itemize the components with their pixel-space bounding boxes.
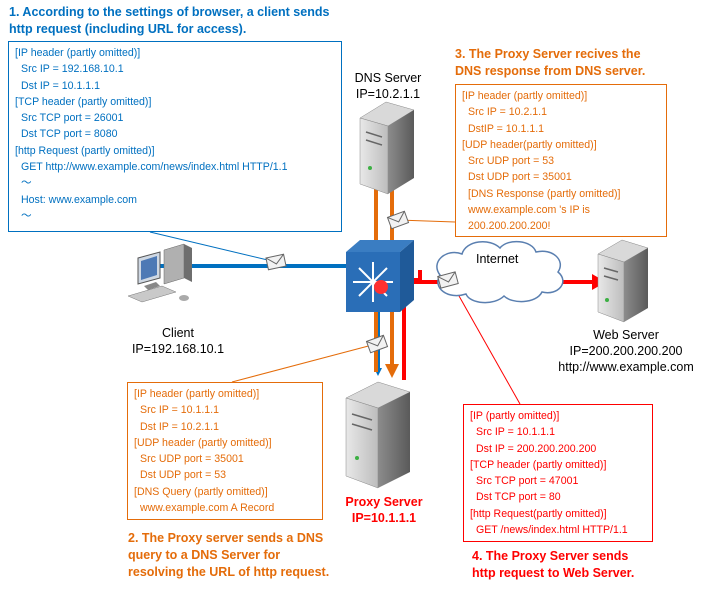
box4-http-header: [http Request(partly omitted)] [470,507,607,520]
web-server-ip: IP=200.200.200.200 [569,344,683,358]
box4-ip-header: [IP (partly omitted)] [470,410,560,422]
internet-cloud-icon [436,240,564,304]
box3-answer: www.example.com 's IP is [468,204,590,217]
box1-src-port: Src TCP port = 26001 [21,112,124,125]
proxy-server-icon [345,381,411,489]
box3-src-ip: Src IP = 10.2.1.1 [468,106,548,119]
box2-ip-header: [IP header (partly omitted)] [134,388,260,400]
box4-pointer [449,279,521,405]
box1-ellipsis: 〜 [21,177,32,190]
web-server-icon [597,239,649,323]
box1-http-header: [http Request (partly omitted)] [15,144,155,157]
web-server-label: Web Server IP=200.200.200.200 http://www… [538,327,714,375]
step1-title: 1. According to the settings of browser,… [9,4,329,38]
box2-dns-header: [DNS Query (partly omitted)] [134,485,268,498]
box1-dst-ip: Dst IP = 10.1.1.1 [21,79,101,92]
box1-pointer [149,231,277,263]
box2-pointer [231,343,377,383]
dns-query-box: [IP header (partly omitted)] Src IP = 10… [127,382,323,520]
box3-udp-header: [UDP header(partly omitted)] [462,138,597,151]
box1-ellipsis-2: 〜 [21,209,32,222]
box4-dst-port: Dst TCP port = 80 [476,491,561,504]
step3-line2: DNS response from DNS server. [455,64,646,78]
dns-server-name: DNS Server [354,71,422,85]
box1-src-ip: Src IP = 192.168.10.1 [21,63,124,76]
box2-src-ip: Src IP = 10.1.1.1 [140,404,220,417]
proxy-server-label: Proxy Server IP=10.1.1.1 [336,494,432,526]
box3-answer-ip: 200.200.200.200! [468,220,551,233]
step2-line2: query to a DNS Server for [128,548,281,562]
envelope-icon [365,334,389,354]
client-ip: IP=192.168.10.1 [131,342,225,356]
dns-server-ip: IP=10.2.1.1 [355,87,421,101]
box3-ip-header: [IP header (partly omitted)] [462,90,588,102]
box1-ip-header: [IP header (partly omitted)] [15,47,141,59]
box4-dst-ip: Dst IP = 200.200.200.200 [476,442,597,455]
box4-tcp-header: [TCP header (partly omitted)] [470,458,607,471]
box2-dst-port: Dst UDP port = 53 [140,469,227,482]
step2-line3: resolving the URL of http request. [128,565,330,579]
client-pc-icon [127,243,192,303]
box1-get-line: GET http://www.example.com/news/index.ht… [21,161,288,174]
step1-line1: 1. According to the settings of browser,… [9,5,330,19]
envelope-icon [437,271,459,289]
box3-src-port: Src UDP port = 53 [468,155,555,168]
box1-host: Host: www.example.com [21,193,137,206]
step3-line1: 3. The Proxy Server recives the [455,47,641,61]
envelope-icon [265,253,287,271]
dns-server-icon [359,101,415,195]
box2-query: www.example.com A Record [140,502,275,515]
box2-src-port: Src UDP port = 35001 [140,453,244,466]
proxy-server-name: Proxy Server [345,495,423,509]
client-name: Client [162,326,194,340]
client-label: Client IP=192.168.10.1 [118,325,238,357]
web-http-request-box: [IP (partly omitted)] Src IP = 10.1.1.1 … [463,404,653,542]
box3-dst-port: Dst UDP port = 35001 [468,171,572,184]
step4-title: 4. The Proxy Server sends http request t… [472,548,634,582]
proxy-server-ip: IP=10.1.1.1 [351,511,417,525]
step2-line1: 2. The Proxy server sends a DNS [128,531,324,545]
step4-line1: 4. The Proxy Server sends [472,549,629,563]
switch-icon [346,240,414,312]
web-server-url: http://www.example.com [558,360,694,374]
client-http-request-box: [IP header (partly omitted)] Src IP = 19… [8,41,342,232]
dns-response-box: [IP header (partly omitted)] Src IP = 10… [455,84,667,237]
step3-title: 3. The Proxy Server recives the DNS resp… [455,46,645,80]
box4-src-ip: Src IP = 10.1.1.1 [476,426,556,439]
box4-get-line: GET /news/index.html HTTP/1.1 [476,524,628,537]
box2-dst-ip: Dst IP = 10.2.1.1 [140,420,220,433]
step4-line2: http request to Web Server. [472,566,635,580]
box2-udp-header: [UDP header (partly omitted)] [134,436,272,449]
step2-title: 2. The Proxy server sends a DNS query to… [128,530,329,581]
box1-tcp-header: [TCP header (partly omitted)] [15,95,152,108]
web-server-name: Web Server [593,328,659,342]
dns-server-label: DNS Server IP=10.2.1.1 [346,70,430,102]
internet-label: Internet [476,252,519,266]
box1-dst-port: Dst TCP port = 8080 [21,128,118,141]
box3-dns-header: [DNS Response (partly omitted)] [468,187,621,200]
envelope-icon [386,210,410,230]
step1-line2: http request (including URL for access). [9,22,247,36]
box3-dst-ip: DstIP = 10.1.1.1 [468,122,545,135]
box4-src-port: Src TCP port = 47001 [476,475,579,488]
